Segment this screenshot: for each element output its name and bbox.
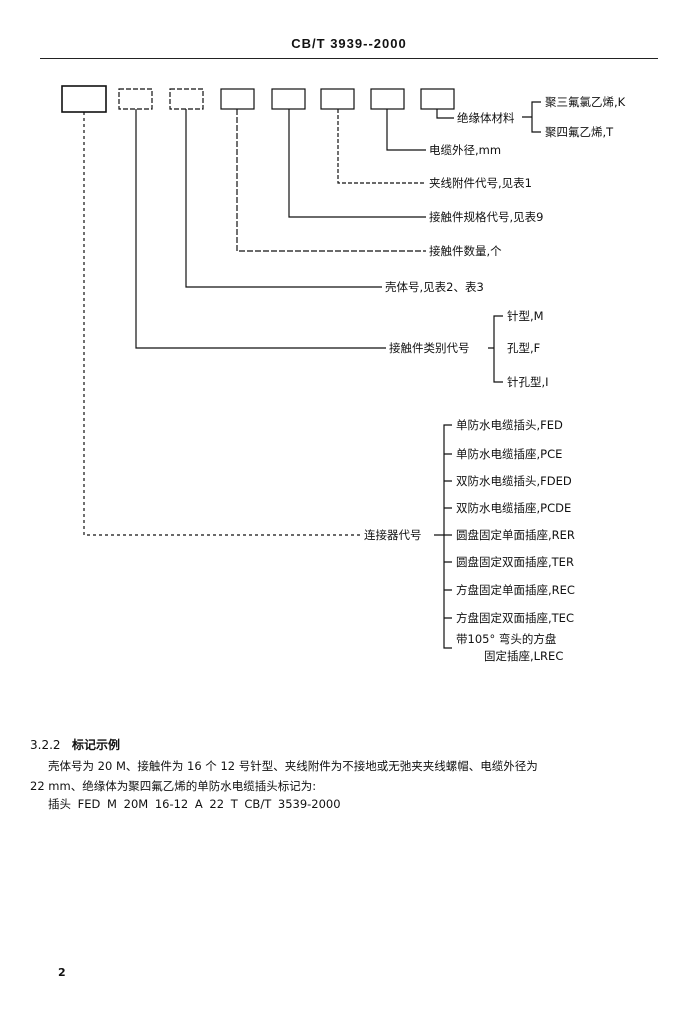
label-clamp: 夹线附件代号,见表1 (429, 176, 532, 190)
code-box-shell (169, 88, 204, 110)
section-paragraph: 壳体号为 20 M、接触件为 16 个 12 号针型、夹线附件为不接地或无弛夹夹… (30, 756, 670, 796)
insulator-option-k: 聚三氟氯乙烯,K (545, 95, 626, 109)
connector-option-rec: 方盘固定单面插座,REC (456, 583, 575, 597)
header-rule (40, 58, 658, 59)
standard-header: CB/T 3939--2000 (291, 36, 407, 51)
connector-option-fded: 双防水电缆插头,FDED (456, 474, 572, 488)
section-heading: 3.2.2 标记示例 (30, 736, 120, 753)
label-insulator: 绝缘体材料 (457, 111, 515, 125)
marking-example: 插头 FED M 20M 16-12 A 22 T CB/T 3539-2000 (48, 797, 341, 811)
brace-contact-type (488, 315, 503, 383)
brace-connector (434, 424, 452, 649)
brace-insulator (522, 101, 541, 133)
page-number: 2 (58, 966, 66, 979)
paragraph-line-2: 22 mm、绝缘体为聚四氟乙烯的单防水电缆插头标记为: (30, 779, 317, 793)
leader-contact-spec (288, 109, 426, 218)
section-title: 标记示例 (72, 738, 121, 752)
leader-diameter (386, 109, 426, 151)
contact-option-i: 针孔型,I (507, 375, 549, 389)
connector-option-fed: 单防水电缆插头,FED (456, 418, 563, 432)
connector-option-lrec-line1: 带105° 弯头的方盘 (456, 632, 556, 646)
connector-option-ter: 圆盘固定双面插座,TER (456, 555, 574, 569)
leader-clamp (337, 109, 426, 184)
code-box-contact-spec (271, 88, 306, 110)
code-box-clamp (320, 88, 355, 110)
label-shell: 壳体号,见表2、表3 (385, 280, 484, 294)
leader-connector (83, 112, 360, 536)
leader-contact-qty (236, 109, 426, 252)
contact-option-m: 针型,M (507, 309, 544, 323)
code-box-diameter (370, 88, 405, 110)
label-contact-type: 接触件类别代号 (389, 341, 470, 355)
leader-insulator (436, 109, 454, 119)
code-box-contact-type (118, 88, 153, 110)
code-box-contact-qty (220, 88, 255, 110)
label-connector: 连接器代号 (364, 528, 422, 542)
contact-option-f: 孔型,F (507, 341, 540, 355)
label-contact-qty: 接触件数量,个 (429, 244, 502, 258)
code-box-insulator (420, 88, 455, 110)
label-diameter: 电缆外径,mm (429, 143, 501, 157)
insulator-option-t: 聚四氟乙烯,T (545, 125, 614, 139)
connector-option-pcde: 双防水电缆插座,PCDE (456, 501, 571, 515)
connector-option-pce: 单防水电缆插座,PCE (456, 447, 562, 461)
label-contact-spec: 接触件规格代号,见表9 (429, 210, 543, 224)
leader-shell (185, 109, 382, 288)
paragraph-line-1: 壳体号为 20 M、接触件为 16 个 12 号针型、夹线附件为不接地或无弛夹夹… (48, 759, 538, 773)
leader-contact-type (135, 109, 386, 349)
code-structure-diagram: 绝缘体材料 电缆外径,mm 夹线附件代号,见表1 接触件规格代号,见表9 接触件… (61, 85, 626, 663)
connector-option-rer: 圆盘固定单面插座,RER (456, 528, 575, 542)
connector-option-lrec-line2: 固定插座,LREC (484, 649, 563, 663)
connector-option-tec: 方盘固定双面插座,TEC (456, 611, 574, 625)
code-box-connector (61, 85, 107, 113)
section-number: 3.2.2 (30, 738, 61, 752)
